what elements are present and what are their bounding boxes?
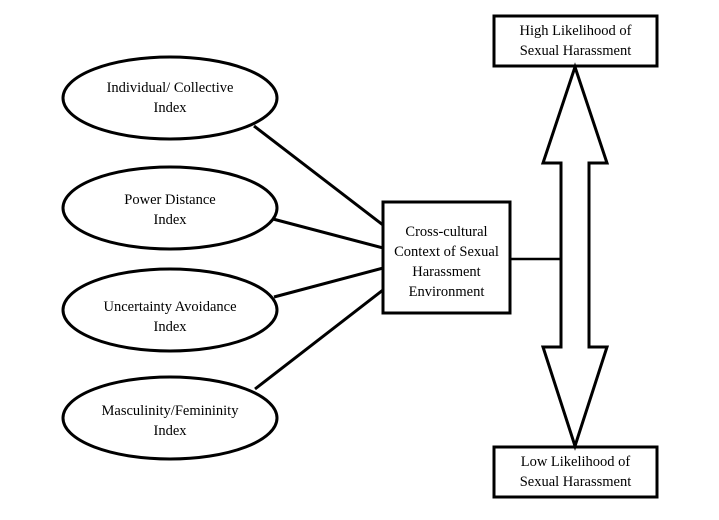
label-high-likelihood: High Likelihood of Sexual Harassment	[519, 23, 632, 59]
edge-uncertainty-avoidance	[273, 266, 384, 299]
node-uncertainty-avoidance	[61, 267, 279, 353]
edge-masculinity-femininity	[254, 288, 384, 391]
label-low-likelihood: Low Likelihood of Sexual Harassment	[519, 454, 632, 490]
node-center	[381, 200, 512, 315]
node-individual-collective	[61, 55, 279, 141]
label-individual-collective: Individual/ Collective Index	[106, 80, 234, 116]
label-uncertainty-avoidance: Uncertainty Avoidance Index	[103, 299, 237, 335]
node-power-distance	[61, 165, 279, 251]
edge-power-distance	[272, 217, 384, 250]
label-center: Cross-cultural Context of Sexual Harassm…	[394, 224, 499, 300]
edge-individual-collective	[253, 124, 384, 227]
node-masculinity-femininity	[61, 375, 279, 461]
double-arrow-icon	[540, 62, 610, 451]
node-high-likelihood	[492, 14, 659, 68]
label-power-distance: Power Distance Index	[124, 192, 216, 228]
label-masculinity-femininity: Masculinity/Femininity Index	[101, 403, 239, 439]
